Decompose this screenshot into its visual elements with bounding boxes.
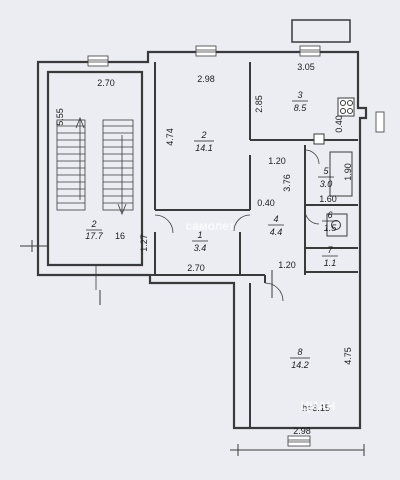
room7-number: 7 (327, 245, 333, 255)
watermark-samolet: самолет (185, 219, 234, 233)
dim-room1-height: 1.27 (139, 234, 149, 252)
dim-stair-length: 5.55 (55, 108, 65, 126)
dimension-labels: 2.70 5.55 2.98 4.74 3.05 2.85 0.40 1.20 … (55, 62, 353, 436)
room-stair-area: 17.7 (85, 231, 104, 241)
watermarks: самолет ЦИАН (185, 219, 335, 413)
room3-number: 3 (297, 90, 302, 100)
dimension-ticks (20, 240, 365, 456)
window-stair (87, 55, 109, 67)
dim-room8-length: 4.75 (343, 347, 353, 365)
room6-number: 6 (327, 210, 332, 220)
room1-number: 1 (197, 230, 202, 240)
internal-walls (150, 62, 358, 428)
watermark-cian: ЦИАН (301, 399, 336, 413)
dim-room8-width: 2.98 (293, 426, 311, 436)
stair-arrow-up (75, 116, 85, 129)
stair-arrow-down (117, 203, 127, 216)
room1-area: 3.4 (194, 243, 207, 253)
room7-area: 1.1 (324, 258, 337, 268)
room4-area: 4.4 (270, 227, 283, 237)
dim-corridor-120-a: 1.20 (268, 156, 286, 166)
dim-room5-height: 1.90 (343, 163, 353, 181)
room8-number: 8 (297, 347, 302, 357)
room2-area: 14.1 (195, 143, 213, 153)
stair-treads (56, 116, 134, 216)
room5-area: 3.0 (320, 179, 333, 189)
bath (329, 151, 353, 197)
stair-flight-right (102, 119, 134, 211)
dim-room2-width: 2.98 (197, 74, 215, 84)
window-right (375, 111, 385, 133)
room6-area: 1.5 (324, 223, 338, 233)
window-room8 (287, 435, 311, 447)
room3-area: 8.5 (294, 103, 308, 113)
room4-number-label: 4 (273, 214, 278, 224)
sink (313, 133, 325, 145)
door-swings (95, 149, 320, 302)
dim-room5-length: 3.76 (282, 174, 292, 192)
kitchen-fixtures (313, 97, 355, 237)
room5-number: 5 (323, 166, 329, 176)
dim-corridor-120-b: 1.20 (278, 260, 296, 270)
ceiling-height: h=3.15 (302, 403, 330, 413)
room-stair-number: 2 (90, 219, 96, 229)
room-stair-extra: 16 (115, 231, 125, 241)
dim-room1-width: 2.70 (187, 263, 205, 273)
inner-wall-path (46, 70, 144, 267)
dim-room5-width: 1.60 (319, 194, 337, 204)
window-room2 (195, 45, 217, 57)
washbasin (326, 213, 348, 237)
stair-flight-left (56, 119, 86, 211)
window-room3 (299, 45, 321, 57)
dim-room3-length: 2.85 (254, 95, 264, 113)
windows (87, 45, 385, 447)
room-labels: 2 17.7 16 1 3.4 2 14.1 3 8.5 3 4 4.4 5 3… (85, 90, 338, 413)
dim-wall-040-a: 0.40 (334, 115, 344, 133)
dim-wall-040-b: 0.40 (257, 198, 275, 208)
stove (337, 97, 355, 117)
room2-number: 2 (200, 130, 206, 140)
room8-area: 14.2 (291, 360, 309, 370)
dim-room2-length: 4.74 (165, 128, 175, 146)
outer-wall-path (36, 50, 368, 430)
outer-walls (36, 50, 368, 430)
balcony (291, 19, 351, 43)
dim-stair-width: 2.70 (97, 78, 115, 88)
dim-room3-width: 3.05 (297, 62, 315, 72)
